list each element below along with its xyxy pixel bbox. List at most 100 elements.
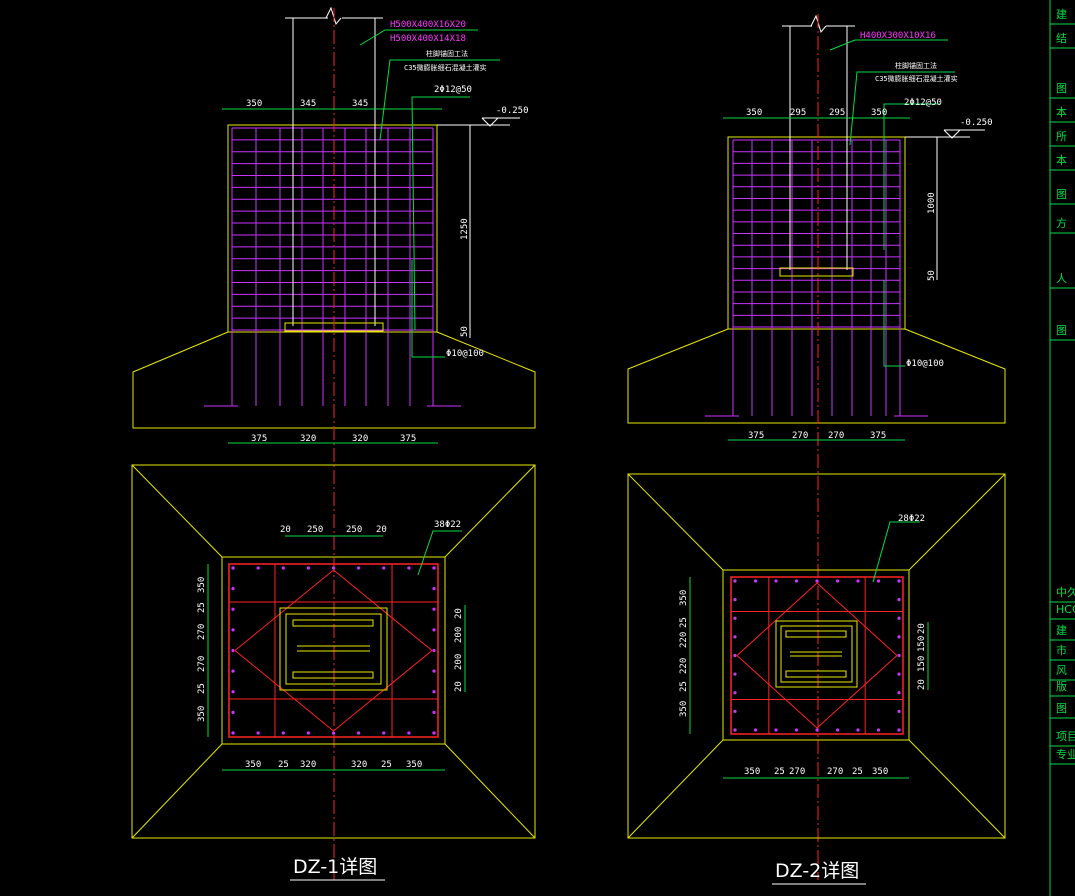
dz2-plan-right-dim-4: 20 xyxy=(917,679,927,690)
rebar-dot xyxy=(835,728,840,732)
rebar-dot xyxy=(815,579,819,583)
rebar-dot xyxy=(382,731,386,735)
dz1-plan-hip-tr xyxy=(444,464,536,558)
dz2-footing xyxy=(627,328,1006,424)
dz2-plan-bottom-dim-4: 270 xyxy=(827,767,843,777)
dz1-concrete-note: C35微膨胀细石混凝土灌实 xyxy=(404,63,487,72)
dz2-bar-note: 2Φ12@50 xyxy=(904,98,942,108)
rebar-dot xyxy=(231,607,235,611)
rebar-dot xyxy=(407,731,411,735)
dz1-leader-steel xyxy=(359,29,478,46)
dz2-base-dim: 50 xyxy=(927,270,937,281)
title-block-label: 方 xyxy=(1056,216,1067,230)
dz1-anchor-note: 柱脚锚固工法 xyxy=(426,49,468,58)
rebar-dot xyxy=(897,728,901,732)
rebar-dot xyxy=(231,587,235,591)
dz1-plan-hip-bl xyxy=(131,743,223,839)
dz1-plan-left-dim-5: 25 xyxy=(197,683,207,694)
dz2-bottom-dim-1: 375 xyxy=(748,431,764,441)
rebar-dot xyxy=(794,579,799,583)
dz2-leader-bars xyxy=(883,103,940,250)
dz2-leader-steel xyxy=(829,39,948,51)
dz2-plan-left-dim-4: 220 xyxy=(679,658,689,674)
title-block-label: 风 xyxy=(1056,664,1067,677)
rebar-dot xyxy=(331,566,336,570)
rebar-dot xyxy=(432,566,436,570)
dz1-steel-label-1: H500X400X16X20 xyxy=(390,20,466,30)
dz1-elevation: H500X400X16X20 H500X400X14X18 柱脚锚固工法 C35… xyxy=(132,6,536,880)
rebar-dot xyxy=(432,587,436,591)
dz1-plan-left-dim-3: 270 xyxy=(197,624,207,640)
rebar-dot xyxy=(897,616,901,620)
rebar-dot xyxy=(897,635,901,639)
rebar-dot xyxy=(306,566,310,570)
dz2-plan-bottom-dim-3: 270 xyxy=(789,767,805,777)
rebar-dot xyxy=(432,710,436,714)
rebar-dot xyxy=(897,672,901,676)
rebar-dot xyxy=(897,709,901,713)
title-block-label: 本 xyxy=(1056,153,1067,167)
rebar-dot xyxy=(733,598,737,602)
dz1-plan-left-dim-6: 350 xyxy=(197,706,207,722)
dz1-elevation-text: -0.250 xyxy=(496,106,529,116)
dz2-plan-pedestal xyxy=(722,569,910,741)
dz2-plan-rebar-leader xyxy=(872,521,920,583)
dz1-height-dim: 1250 xyxy=(460,218,470,240)
rebar-dot xyxy=(382,566,386,570)
dz2-plan-footing xyxy=(627,473,1006,839)
dz2-plan-cage xyxy=(730,576,904,735)
dz2-plan-right-dim-1: 20 xyxy=(917,623,927,634)
rebar-dot xyxy=(876,728,881,732)
dz2-plan-left-dim-2: 25 xyxy=(679,617,689,628)
title-block-label: 人 xyxy=(1056,272,1067,285)
dz2-plan-left-dim-3: 220 xyxy=(679,632,689,648)
title-block-label: 结 xyxy=(1056,32,1067,45)
dz1-bottom-dim-2: 320 xyxy=(300,434,316,444)
title-block-label: 中久 xyxy=(1056,586,1075,599)
dz2-title: DZ-2详图 xyxy=(775,860,859,882)
rebar-dot xyxy=(331,731,336,735)
rebar-dot xyxy=(432,669,436,673)
dz1-plan-bottom-dim-4: 320 xyxy=(351,760,367,770)
title-block-label: 专业 xyxy=(1056,747,1075,761)
dz2-leader-concrete xyxy=(849,71,955,146)
dz2-leader-stirrup xyxy=(883,280,905,367)
dz1-plan-rebar-leader xyxy=(417,530,462,576)
dz1-plan-top-dim-3: 250 xyxy=(346,525,362,535)
dz1-leader-stirrup xyxy=(411,260,445,358)
dz1-plan-cage xyxy=(228,563,439,738)
dz2-elevation-symbol xyxy=(943,129,985,139)
title-block-label: 建 xyxy=(1056,623,1067,637)
dz2-height-dim: 1000 xyxy=(927,192,937,214)
rebar-dot xyxy=(357,731,361,735)
rebar-dot xyxy=(231,690,235,694)
rebar-dot xyxy=(733,728,737,732)
rebar-dot xyxy=(876,579,881,583)
dz1-title: DZ-1详图 xyxy=(293,856,377,878)
dz2-plan-hip-bl xyxy=(627,739,724,839)
rebar-dot xyxy=(357,566,361,570)
dz2-plan-bottom-dim-6: 350 xyxy=(872,767,888,777)
rebar-dot xyxy=(281,566,285,570)
dz2-plan-hip-tr xyxy=(908,473,1006,571)
dz1-top-dim-3: 345 xyxy=(352,99,368,109)
rebar-dot xyxy=(856,728,860,732)
dz1-plan-right-dim-2: 200 xyxy=(454,627,464,643)
dz2-plan: 28Φ22 350 25 220 220 25 350 20 150 150 2… xyxy=(627,473,1006,839)
dz2-concrete-note: C35微膨胀细石混凝土灌实 xyxy=(875,74,958,83)
dz1-rebar-grid xyxy=(204,127,461,407)
dz1-plan-top-dim-1: 20 xyxy=(280,525,291,535)
title-block-label: 图 xyxy=(1056,702,1067,715)
dz1-plan-left-dim-2: 25 xyxy=(197,602,207,613)
dz2-top-dim-1: 350 xyxy=(746,108,762,118)
dz1-bottom-dim-3: 320 xyxy=(352,434,368,444)
title-block-label: HCC xyxy=(1056,603,1075,616)
dz1-plan-left-dim-1: 350 xyxy=(197,577,207,593)
dz2-plan-bottom-dim-5: 25 xyxy=(852,767,863,777)
rebar-dot xyxy=(794,728,799,732)
dz2-top-dim-2: 295 xyxy=(790,108,806,118)
title-block-label: 图 xyxy=(1056,82,1067,95)
dz2-bottom-dim-4: 375 xyxy=(870,431,886,441)
diamond-tie xyxy=(816,655,898,729)
diamond-tie xyxy=(816,582,898,656)
